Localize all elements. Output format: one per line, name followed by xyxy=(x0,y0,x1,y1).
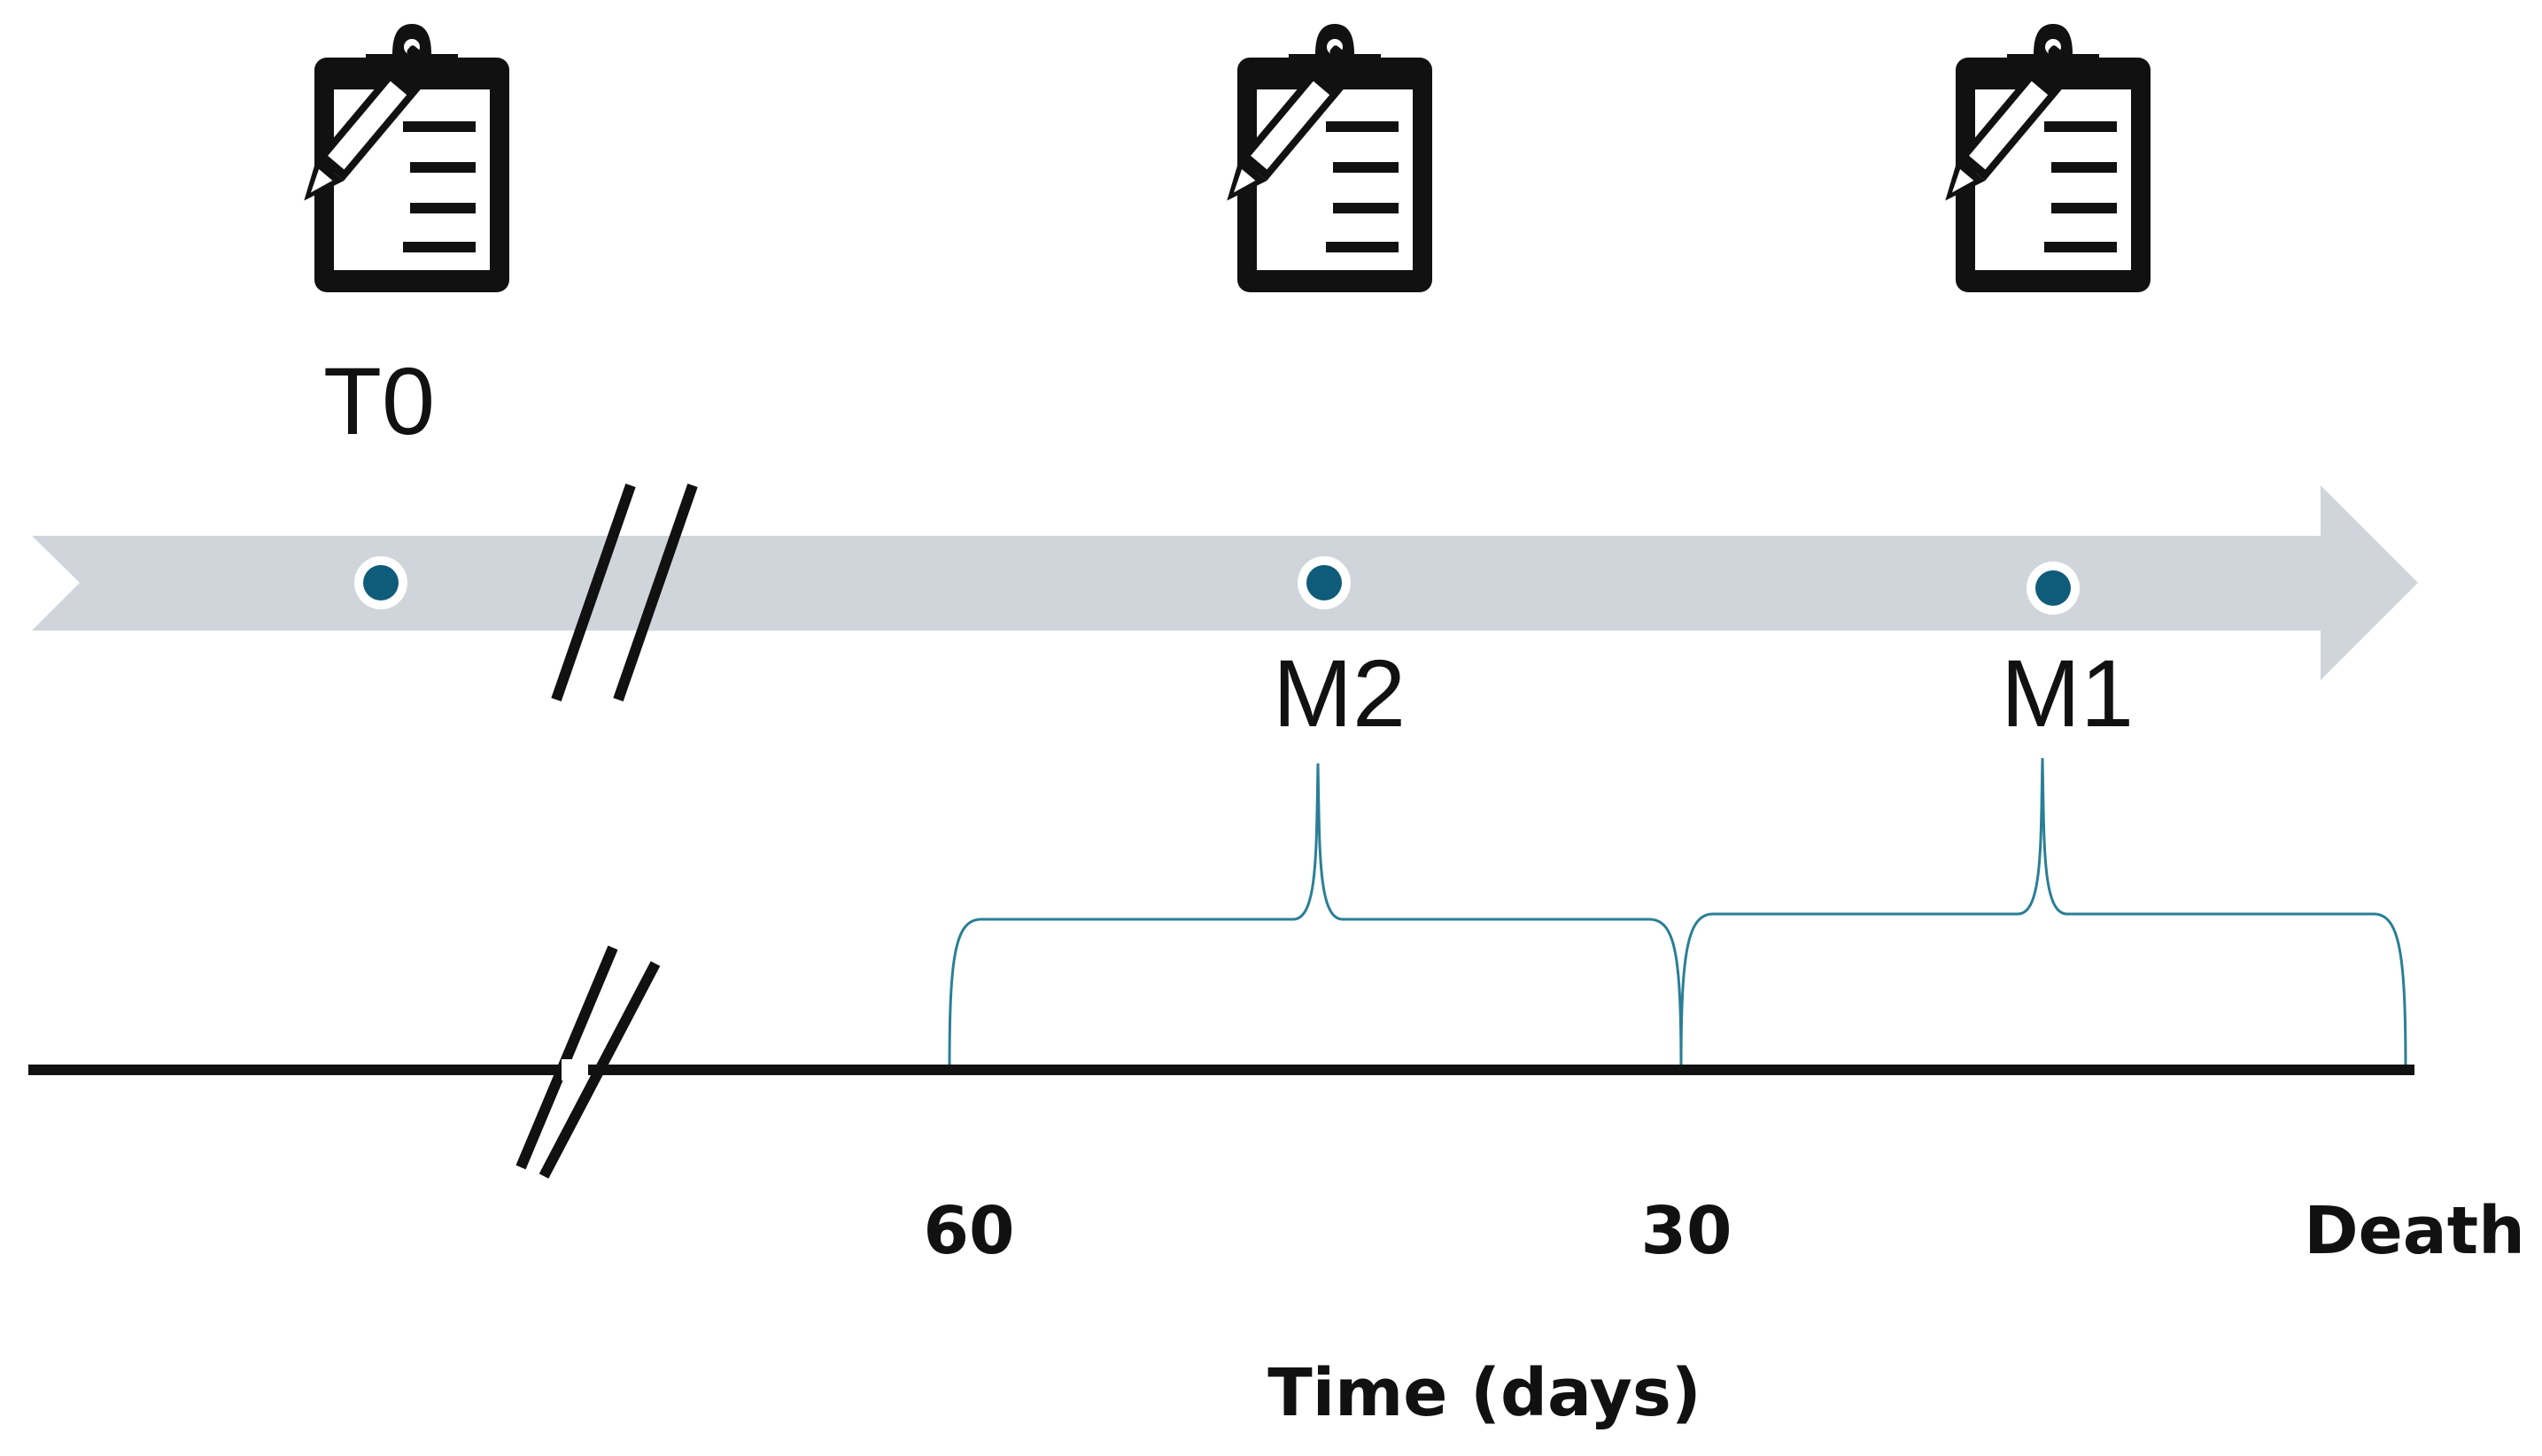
clipboard-pencil-icon-m2 xyxy=(1213,24,1432,292)
timepoint-dot-m1 xyxy=(2027,561,2080,615)
tick-label-death: Death xyxy=(2304,1193,2525,1269)
clipboard-pencil-icon-m1 xyxy=(1931,24,2151,292)
tick-label-60: 60 xyxy=(924,1193,1015,1269)
axis-title: Time (days) xyxy=(1267,1355,1701,1431)
timepoint-label-t0: T0 xyxy=(323,347,435,454)
timepoint-label-m2: M2 xyxy=(1273,639,1406,747)
timepoint-label-m1: M1 xyxy=(2001,639,2134,747)
axis-break-upper xyxy=(551,484,698,701)
bracket-m1 xyxy=(1679,757,2407,1071)
tick-label-30: 30 xyxy=(1641,1193,1732,1269)
bracket-m2 xyxy=(948,763,1683,1071)
timepoint-dot-m2 xyxy=(1298,556,1351,609)
timepoint-dot-t0 xyxy=(354,556,407,609)
axis-break-lower xyxy=(515,945,661,1179)
timeline-arrow xyxy=(32,485,2418,680)
clipboard-pencil-icon-t0 xyxy=(290,24,509,292)
